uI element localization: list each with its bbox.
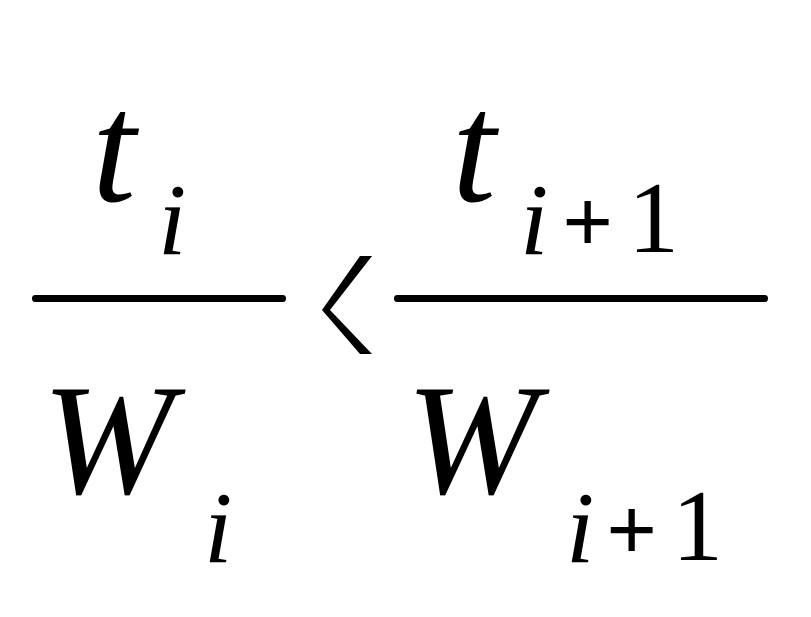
right-denominator-subscript-one: 1: [672, 470, 723, 583]
right-numerator-t: t: [452, 61, 496, 236]
right-numerator-subscript-plus: +: [562, 173, 614, 272]
left-denominator-subscript-i: i: [204, 472, 233, 585]
right-numerator-subscript-i: i: [520, 164, 549, 277]
left-numerator-t: t: [92, 61, 136, 236]
left-fraction-bar: [32, 295, 286, 302]
left-denominator-w: W: [42, 353, 174, 528]
right-denominator-subscript-plus: +: [606, 481, 658, 580]
right-denominator-w: W: [406, 353, 538, 528]
left-numerator-subscript-i: i: [158, 164, 187, 277]
right-fraction-bar: [394, 295, 768, 302]
right-denominator-subscript-i: i: [566, 472, 595, 585]
less-than-sign: [322, 256, 372, 354]
right-numerator-subscript-one: 1: [628, 162, 679, 275]
